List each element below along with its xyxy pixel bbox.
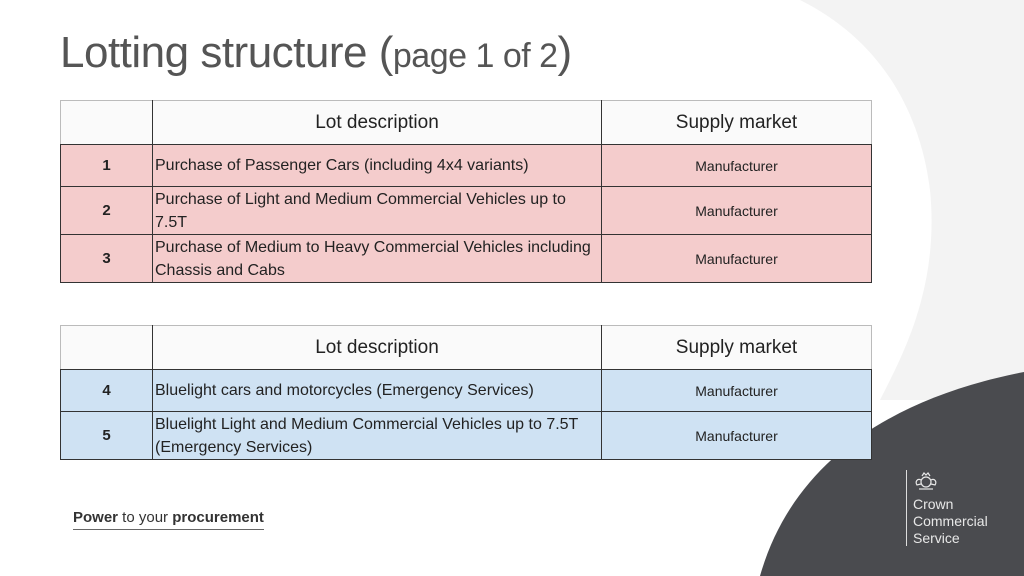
supply-market: Manufacturer (601, 144, 872, 187)
title-close: ) (557, 28, 573, 77)
lot-number: 4 (60, 369, 153, 412)
table-row: 1 Purchase of Passenger Cars (including … (60, 144, 872, 187)
lot-number: 5 (60, 411, 153, 460)
supply-market: Manufacturer (601, 234, 872, 283)
logo-line-commercial: Commercial (913, 513, 988, 529)
lot-description: Purchase of Passenger Cars (including 4x… (152, 144, 602, 187)
header-lot-description: Lot description (152, 325, 602, 370)
title-main: Lotting structure ( (60, 28, 393, 77)
header-supply-market: Supply market (601, 325, 872, 370)
lot-description: Purchase of Medium to Heavy Commercial V… (152, 234, 602, 283)
logo-line-crown: Crown (913, 496, 954, 512)
header-lot-description: Lot description (152, 100, 602, 145)
lot-description: Bluelight Light and Medium Commercial Ve… (152, 411, 602, 460)
header-supply-market: Supply market (601, 100, 872, 145)
ccs-wordmark: Crown Commercial Service (913, 496, 988, 547)
table-row: 2 Purchase of Light and Medium Commercia… (60, 186, 872, 235)
supply-market: Manufacturer (601, 411, 872, 460)
royal-crest-icon (915, 472, 937, 490)
lot-number: 3 (60, 234, 153, 283)
header-lot-number (60, 100, 153, 145)
lots-table-2: Lot description Supply market 4 Blueligh… (60, 325, 872, 460)
logo-line-service: Service (913, 530, 960, 546)
table-row: 3 Purchase of Medium to Heavy Commercial… (60, 234, 872, 283)
title-page-indicator: page 1 of 2 (392, 37, 558, 75)
header-lot-number (60, 325, 153, 370)
table-header-row: Lot description Supply market (60, 100, 872, 145)
lots-table-1: Lot description Supply market 1 Purchase… (60, 100, 872, 283)
tagline-power: Power (73, 509, 119, 526)
page-title: Lotting structure (page 1 of 2) (60, 28, 572, 78)
footer-tagline: Power to your procurement (73, 509, 264, 530)
lot-number: 2 (60, 186, 153, 235)
supply-market: Manufacturer (601, 369, 872, 412)
ccs-logo: Crown Commercial Service (906, 470, 988, 546)
table-header-row: Lot description Supply market (60, 325, 872, 370)
lot-number: 1 (60, 144, 153, 187)
lot-description: Bluelight cars and motorcycles (Emergenc… (152, 369, 602, 412)
tagline-middle: to your (118, 509, 173, 526)
table-row: 5 Bluelight Light and Medium Commercial … (60, 411, 872, 460)
tagline-procurement: procurement (172, 509, 264, 526)
supply-market: Manufacturer (601, 186, 872, 235)
table-row: 4 Bluelight cars and motorcycles (Emerge… (60, 369, 872, 412)
lot-description: Purchase of Light and Medium Commercial … (152, 186, 602, 235)
